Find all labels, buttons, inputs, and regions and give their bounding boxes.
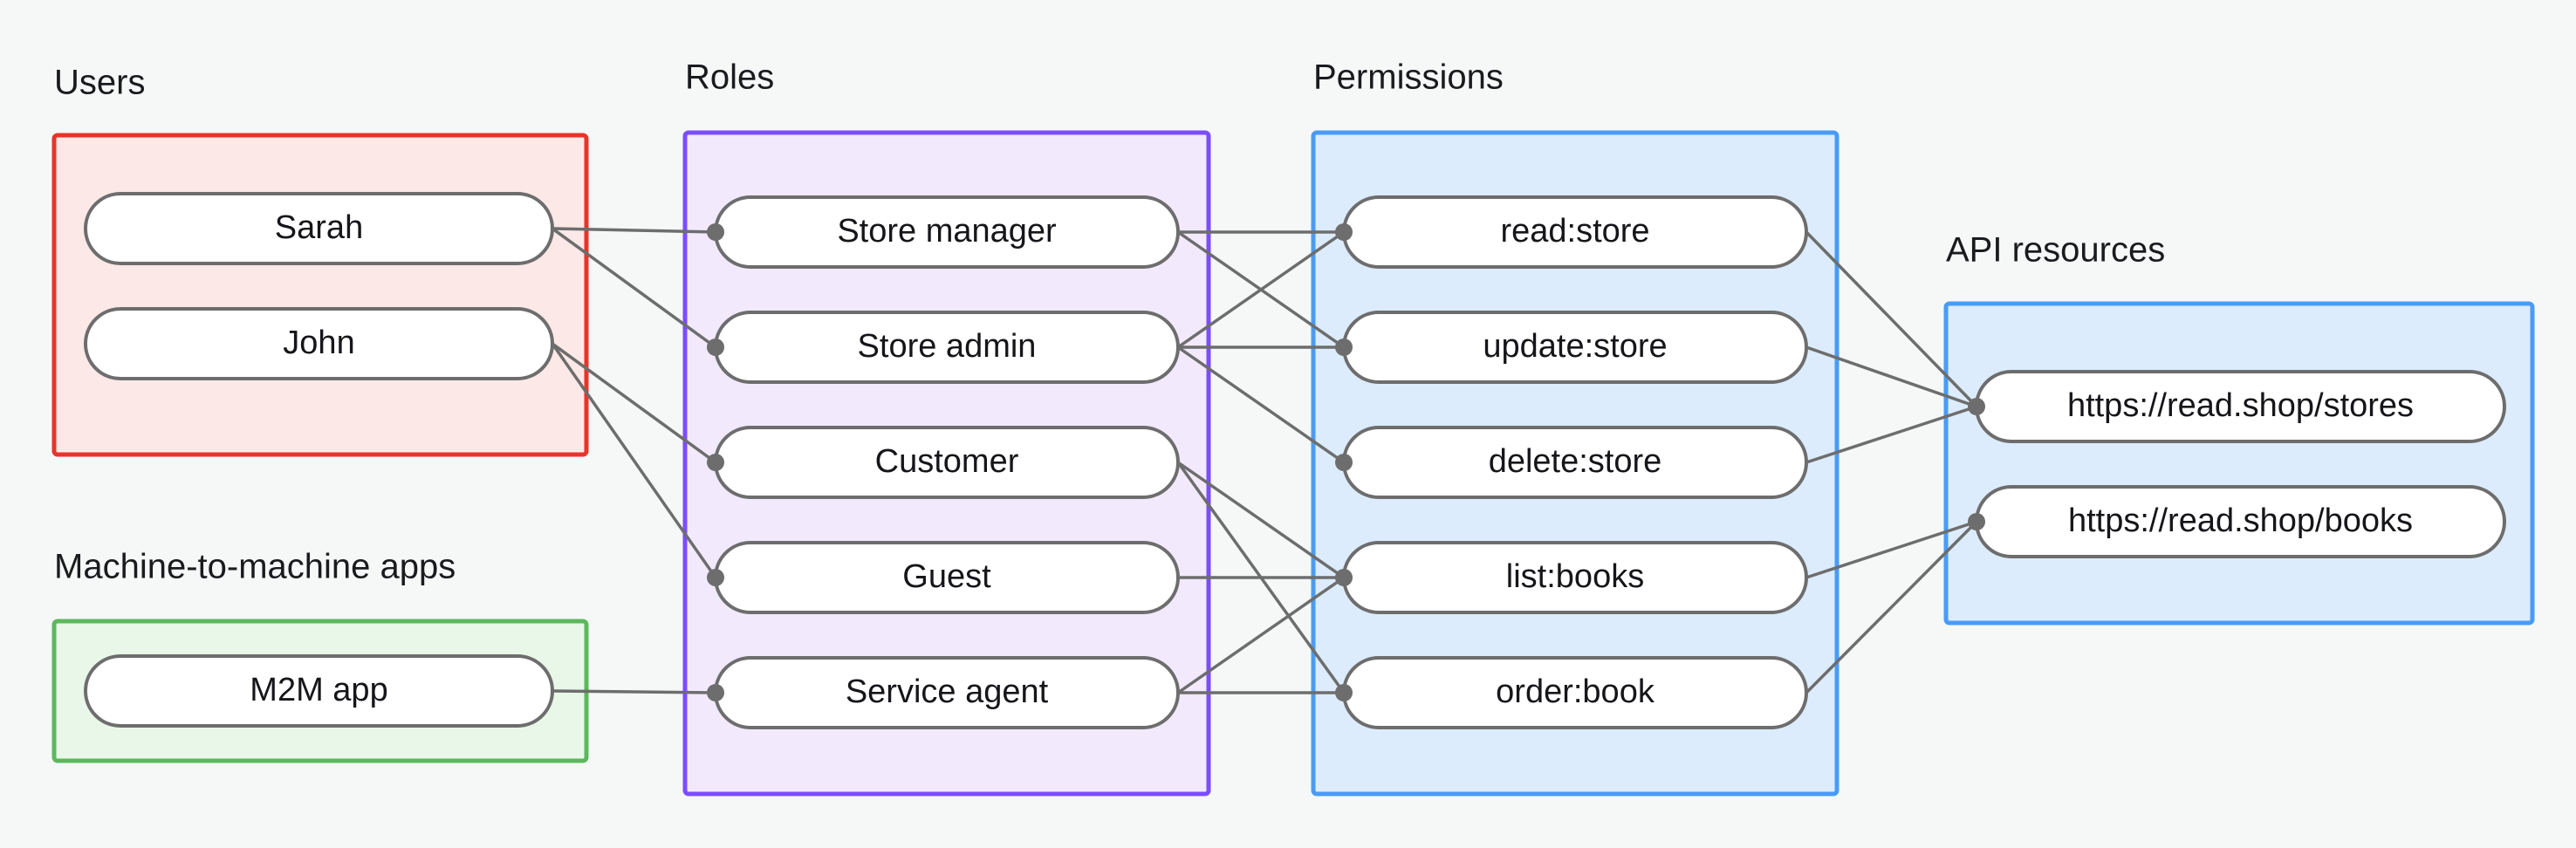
edge-endpoint-guest <box>707 569 724 586</box>
node-label-guest: Guest <box>902 558 991 595</box>
node-label-customer: Customer <box>875 443 1019 480</box>
edge-store-admin-to-delete-store <box>1177 345 1345 464</box>
endpoint-layer <box>707 223 1985 701</box>
edge-delete-store-to-read-shop-stores <box>1805 405 1977 464</box>
edge-endpoint-list-books <box>1335 569 1353 586</box>
group-label-api-resources: API resources <box>1946 231 2165 270</box>
node-label-store-manager: Store manager <box>837 213 1057 250</box>
edge-endpoint-read-shop-books <box>1968 513 1985 530</box>
edge-endpoint-customer <box>707 454 724 471</box>
node-label-read-shop-stores: https://read.shop/stores <box>2067 387 2414 424</box>
edge-endpoint-update-store <box>1335 339 1353 356</box>
node-label-update-store: update:store <box>1483 328 1667 365</box>
node-label-delete-store: delete:store <box>1489 443 1662 480</box>
edge-john-to-guest <box>551 342 717 579</box>
node-label-order-book: order:book <box>1496 674 1655 710</box>
edge-m2m-app-to-service-agent <box>552 689 716 694</box>
group-label-users: Users <box>54 64 145 102</box>
edge-john-to-customer <box>551 342 717 464</box>
edge-store-admin-to-read-store <box>1177 230 1345 349</box>
group-label-permissions: Permissions <box>1313 58 1504 97</box>
edge-endpoint-delete-store <box>1335 454 1353 471</box>
node-label-list-books: list:books <box>1506 558 1644 595</box>
node-label-store-admin: Store admin <box>858 328 1037 365</box>
edge-endpoint-read-store <box>1335 223 1353 241</box>
node-label-sarah: Sarah <box>275 209 363 246</box>
edge-endpoint-service-agent <box>707 684 724 701</box>
node-label-read-shop-books: https://read.shop/books <box>2068 503 2413 539</box>
edge-endpoint-store-admin <box>707 339 724 356</box>
edge-endpoint-store-manager <box>707 223 724 241</box>
edge-layer <box>551 227 1978 694</box>
node-sarah[interactable] <box>84 192 554 265</box>
edge-endpoint-read-shop-stores <box>1968 398 1985 415</box>
group-label-roles: Roles <box>685 58 774 97</box>
edge-read-store-to-read-shop-stores <box>1805 230 1978 408</box>
group-box-users <box>51 133 589 457</box>
edge-endpoint-order-book <box>1335 684 1353 701</box>
edge-list-books-to-read-shop-books <box>1805 520 1977 579</box>
edge-sarah-to-store-admin <box>551 227 717 349</box>
node-label-m2m-app: M2M app <box>250 672 387 708</box>
group-label-m2m: Machine-to-machine apps <box>54 548 456 586</box>
edge-sarah-to-store-manager <box>552 227 716 234</box>
node-label-service-agent: Service agent <box>846 674 1049 710</box>
edge-customer-to-list-books <box>1177 461 1345 579</box>
node-m2m-app[interactable] <box>84 654 554 728</box>
node-john[interactable] <box>84 307 554 380</box>
edge-update-store-to-read-shop-stores <box>1805 345 1977 408</box>
edge-order-book-to-read-shop-books <box>1805 520 1978 694</box>
node-label-john: John <box>283 325 354 361</box>
group-box-api-resources <box>1943 301 2535 626</box>
edge-service-agent-to-list-books <box>1177 576 1345 694</box>
node-label-read-store: read:store <box>1500 213 1649 250</box>
